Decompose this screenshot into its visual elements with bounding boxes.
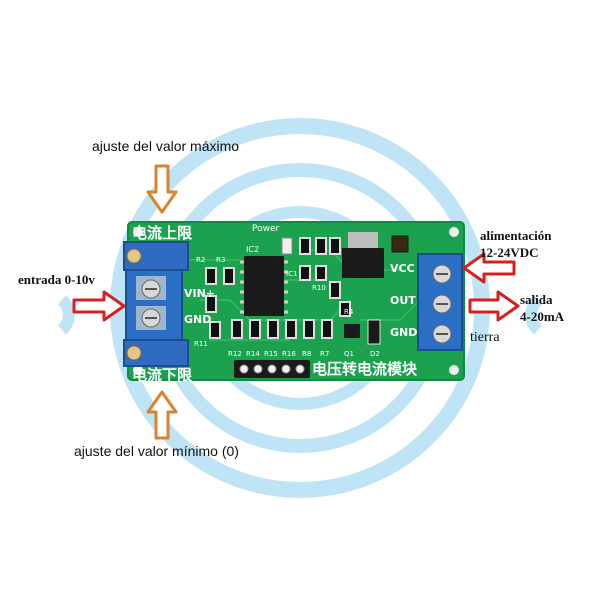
label-min-adjust: ajuste del valor mínimo (0) [74, 443, 239, 459]
label-max-adjust: ajuste del valor máximo [92, 138, 240, 154]
label-power-line1: alimentación [480, 228, 552, 243]
board-ref-r12: R12 [228, 350, 242, 358]
board-ref-r7: R7 [320, 350, 329, 358]
board-module-title: 电压转电流模块 [312, 360, 418, 378]
board-bottom-title: 电流下限 [132, 366, 192, 384]
board-ref-r14: R14 [246, 350, 260, 358]
board-ref-r15: R15 [264, 350, 278, 358]
board-ref-r10: R10 [312, 284, 326, 292]
board-ref-r2: R2 [196, 256, 205, 264]
arrow-right-icon [72, 290, 126, 322]
board-silkscreen: 电流上限 电流下限 电压转电流模块 Power VIN+ GND VCC OUT… [132, 224, 418, 384]
label-output-line1: salida [520, 292, 553, 307]
label-output-line2: 4-20mA [520, 309, 565, 324]
board-ref-r11: R11 [194, 340, 208, 348]
board-ref-r8: R8 [302, 350, 311, 358]
board-ref-r3: R3 [216, 256, 225, 264]
arrow-down-icon [146, 164, 178, 214]
board-vcc: VCC [390, 262, 415, 275]
board-ic1: IC1 [286, 270, 297, 278]
arrow-left-icon [462, 252, 516, 284]
board-power-mark: Power [252, 224, 280, 234]
board-vin-plus: VIN+ [184, 287, 215, 300]
board-ref-d2: D2 [370, 350, 380, 358]
board-gnd-left: GND [184, 313, 211, 326]
label-ground: tierra [470, 330, 500, 345]
board-ref-r16: R16 [282, 350, 296, 358]
board-out: OUT [390, 294, 416, 307]
board-ref-r4: R4 [344, 308, 354, 316]
label-input: entrada 0-10v [18, 272, 95, 287]
board-gnd-right: GND [390, 326, 417, 339]
pcb-board [123, 221, 465, 381]
arrow-up-icon [146, 390, 178, 440]
label-power-line2: 12-24VDC [480, 245, 539, 260]
board-top-title: 电流上限 [132, 224, 192, 242]
board-ref-q1: Q1 [344, 350, 354, 358]
arrow-right-icon [468, 290, 520, 322]
board-ic2: IC2 [246, 245, 259, 254]
